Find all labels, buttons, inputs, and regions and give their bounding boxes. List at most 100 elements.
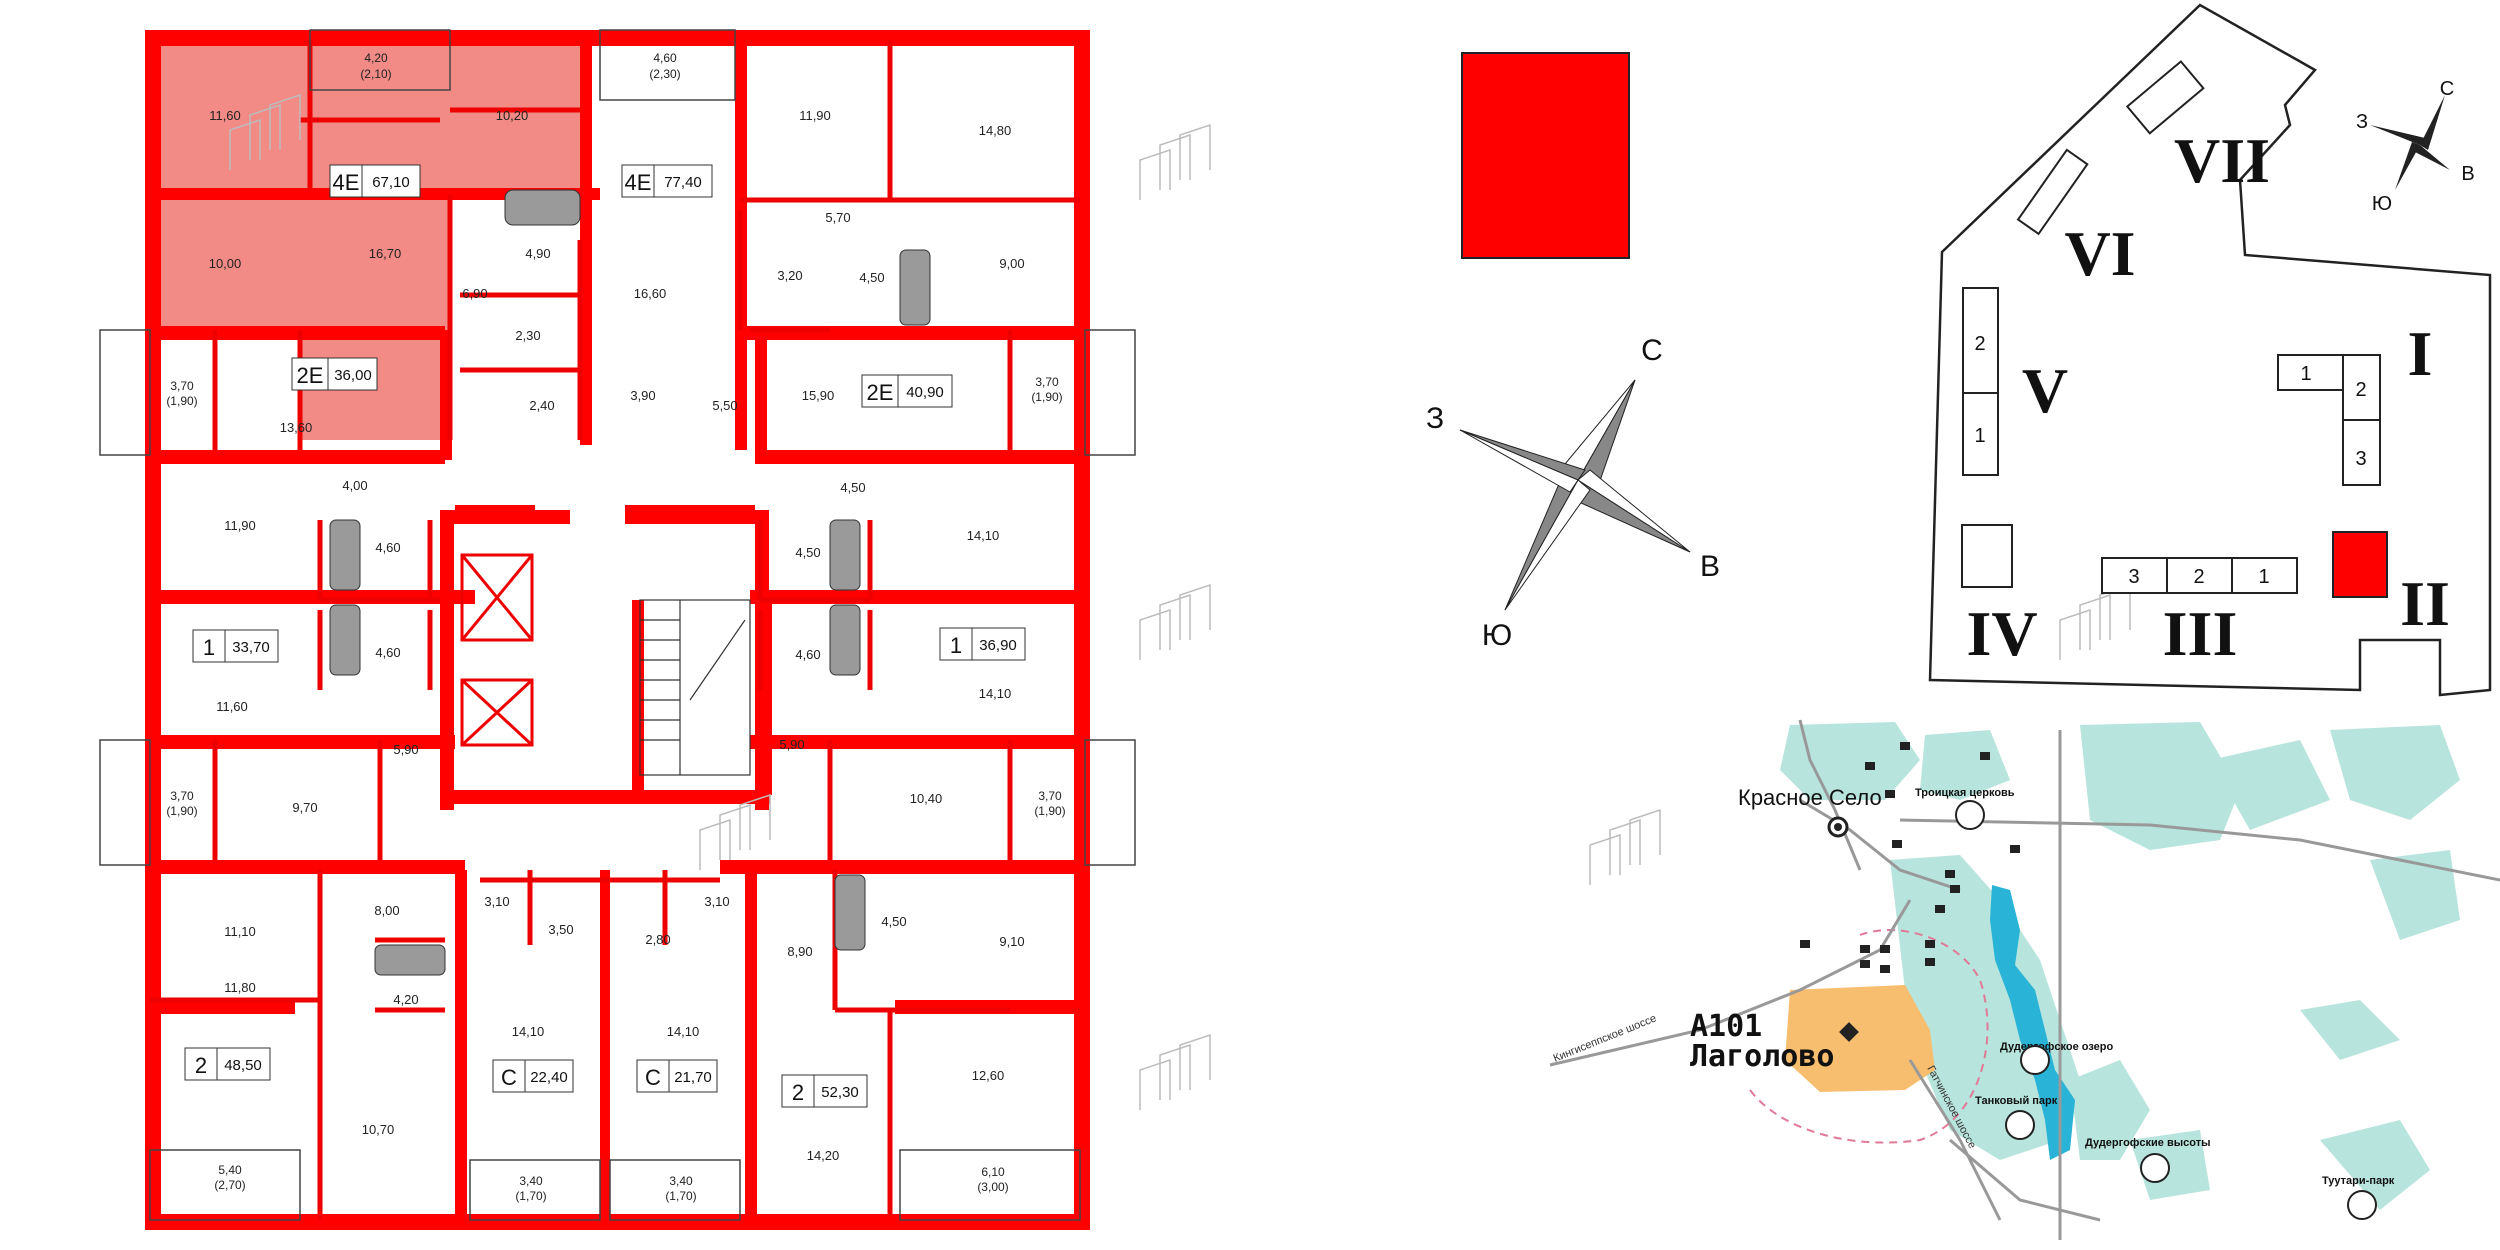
room-label: 14,80	[979, 123, 1012, 138]
project-name-line2: Лаголово	[1690, 1039, 1835, 1074]
room-label: 15,90	[802, 388, 835, 403]
room-label: 4,60	[653, 51, 677, 65]
room-label: (1,90)	[166, 394, 197, 408]
room-label: 14,10	[979, 686, 1012, 701]
room-label: 4,60	[375, 645, 400, 660]
svg-text:1: 1	[203, 635, 215, 660]
svg-text:77,40: 77,40	[664, 174, 702, 191]
mini-compass-east: В	[2461, 163, 2474, 185]
svg-text:40,90: 40,90	[906, 384, 944, 401]
watermark-logos	[229, 93, 2131, 1110]
room-label: 13,60	[280, 420, 313, 435]
room-label: 5,50	[712, 398, 737, 413]
room-label: 3,90	[630, 388, 655, 403]
room-label: 8,90	[787, 944, 812, 959]
room-label: 5,40	[218, 1163, 242, 1177]
map-small-icons	[1800, 742, 2020, 973]
map-place-label: Дудергофское озеро	[2000, 1041, 2114, 1053]
svg-text:22,40: 22,40	[530, 1069, 568, 1086]
map-lake	[1990, 885, 2075, 1160]
svg-text:2: 2	[195, 1053, 207, 1078]
compass-rose: С Ю З В	[1426, 334, 1720, 652]
compass-east-label: В	[1700, 550, 1720, 583]
compass-west-label: З	[1426, 402, 1444, 435]
room-label: 10,00	[209, 256, 242, 271]
room-label: 4,60	[375, 540, 400, 555]
map-parks	[1780, 722, 2460, 1210]
site-boundary	[1928, 3, 2492, 697]
room-label: (1,90)	[166, 804, 197, 818]
compass-south-label: Ю	[1482, 619, 1512, 652]
svg-text:2Е: 2Е	[867, 380, 894, 405]
mini-compass: С Ю З В	[2356, 78, 2475, 215]
room-label: (1,70)	[665, 1189, 696, 1203]
room-label: 14,10	[512, 1024, 545, 1039]
room-label: 11,90	[799, 108, 831, 123]
section-number: 1	[1974, 425, 1985, 447]
room-label: (1,70)	[515, 1189, 546, 1203]
project-marker	[1839, 1022, 1859, 1042]
svg-text:1: 1	[950, 633, 962, 658]
svg-text:2Е: 2Е	[297, 363, 324, 388]
compass-north-label: С	[1641, 334, 1663, 367]
room-label: 4,60	[795, 647, 820, 662]
room-label: 3,70	[1038, 789, 1062, 803]
room-label: 11,60	[209, 108, 241, 123]
room-label: 2,80	[645, 932, 670, 947]
section-label: VI	[2064, 218, 2135, 289]
section-number: 2	[2193, 566, 2204, 588]
room-label: 12,60	[972, 1068, 1005, 1083]
room-label: (1,90)	[1031, 390, 1062, 404]
apt-tag-4e-67[interactable]: 4Е 67,10	[329, 164, 421, 198]
room-label: 3,70	[1035, 375, 1059, 389]
svg-text:4Е: 4Е	[333, 170, 360, 195]
mini-compass-west: З	[2356, 111, 2368, 133]
apt-tag-4e-77[interactable]: 4Е 77,40	[621, 164, 713, 198]
map-roads	[1549, 719, 2500, 1240]
svg-text:4Е: 4Е	[625, 170, 652, 195]
room-label: 11,10	[224, 924, 256, 939]
room-label: 5,90	[393, 742, 418, 757]
project-area	[1785, 985, 1935, 1092]
room-label: 10,70	[362, 1122, 395, 1137]
room-label: 4,50	[795, 545, 820, 560]
svg-text:33,70: 33,70	[232, 639, 270, 656]
room-label: 14,10	[667, 1024, 700, 1039]
room-label: 3,10	[704, 894, 729, 909]
section-number: 2	[2355, 379, 2366, 401]
project-name-line1: А101	[1690, 1009, 1762, 1044]
room-label: 14,20	[807, 1148, 840, 1163]
room-label: 14,10	[967, 528, 1000, 543]
room-label: 2,30	[515, 328, 540, 343]
room-label: 11,60	[216, 699, 248, 714]
core-lifts	[460, 553, 534, 747]
site-buildings	[1961, 60, 2381, 594]
section-number: 1	[2258, 566, 2269, 588]
section-number: 1	[2300, 363, 2311, 385]
room-label: 4,00	[342, 478, 367, 493]
svg-text:21,70: 21,70	[674, 1069, 712, 1086]
svg-text:36,90: 36,90	[979, 637, 1017, 654]
room-label: 9,70	[292, 800, 317, 815]
room-label: 3,10	[484, 894, 509, 909]
room-label: 5,90	[779, 737, 804, 752]
svg-text:67,10: 67,10	[372, 174, 410, 191]
map-place-label: Троицкая церковь	[1915, 787, 2015, 799]
svg-text:52,30: 52,30	[821, 1084, 859, 1101]
room-label: 10,40	[910, 791, 943, 806]
room-label: 3,40	[669, 1174, 693, 1188]
section-label: VII	[2174, 125, 2270, 196]
map-place-label: Танковый парк	[1975, 1095, 2058, 1107]
room-label: 8,00	[374, 903, 399, 918]
mini-compass-south: Ю	[2372, 193, 2392, 215]
svg-text:2: 2	[792, 1080, 804, 1105]
apt-tag-2e-40[interactable]: 2Е 40,90	[861, 374, 953, 408]
